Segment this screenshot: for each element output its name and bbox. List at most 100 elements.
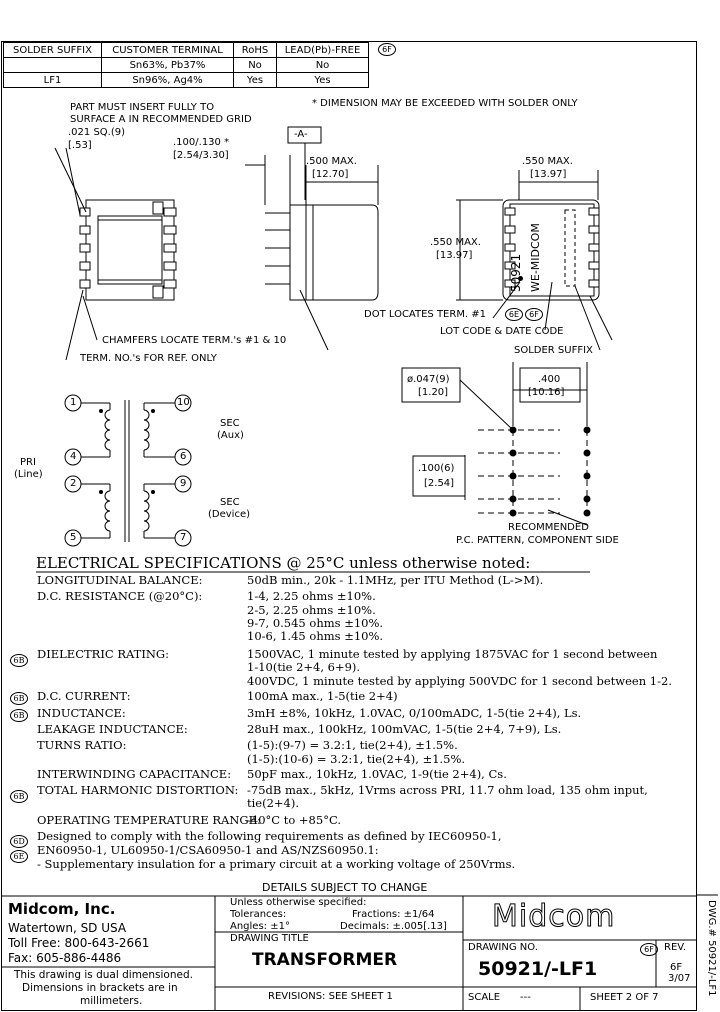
dimension-note: * DIMENSION MAY BE EXCEEDED WITH SOLDER … bbox=[312, 98, 578, 109]
spec-value: 1-10(tie 2+4, 6+9). bbox=[247, 660, 361, 674]
spec-label: TOTAL HARMONIC DISTORTION: bbox=[37, 783, 239, 797]
rev-badge: 6E bbox=[505, 308, 523, 321]
spec-label: INDUCTANCE: bbox=[37, 706, 126, 720]
dual-dim-note: Dimensions in brackets are in bbox=[22, 982, 178, 994]
table-header: LEAD(Pb)-FREE bbox=[276, 42, 369, 58]
dual-dim-note: This drawing is dual dimensioned. bbox=[14, 969, 193, 981]
rev-badge: 6E bbox=[10, 850, 28, 863]
height-dim-mm: [13.97] bbox=[436, 250, 473, 261]
tolerance-angles: Angles: ±1° bbox=[230, 921, 290, 932]
table-header: CUSTOMER TERMINAL bbox=[101, 42, 234, 58]
pcb-pattern bbox=[401, 362, 591, 526]
sheet-border bbox=[1, 41, 697, 1011]
spec-value: 1-4, 2.25 ohms ±10%. bbox=[247, 589, 376, 603]
spec-heading: ELECTRICAL SPECIFICATIONS @ 25°C unless … bbox=[36, 554, 531, 572]
title-block-lines bbox=[1, 895, 696, 1010]
row-space-dim: .400 bbox=[538, 374, 561, 385]
pcb-label: RECOMMENDED bbox=[508, 522, 589, 533]
part-marking: 50921 bbox=[509, 253, 523, 292]
term-nos-note: TERM. NO.'s FOR REF. ONLY bbox=[80, 353, 217, 364]
table-cell: No bbox=[276, 57, 369, 73]
length-dim-mm: [13.97] bbox=[530, 169, 567, 180]
solder-suffix-note: SOLDER SUFFIX bbox=[514, 345, 593, 356]
tolerance-header: Unless otherwise specified: bbox=[230, 897, 367, 908]
pri-sub-label: (Line) bbox=[14, 469, 43, 480]
sec-dev-label: SEC bbox=[220, 497, 240, 508]
rev-date: 3/07 bbox=[668, 973, 691, 984]
insert-note: SURFACE A IN RECOMMENDED GRID bbox=[70, 114, 252, 125]
lot-code-note: LOT CODE & DATE CODE bbox=[440, 326, 564, 337]
table-cell: Sn96%, Ag4% bbox=[101, 72, 234, 88]
spec-value: -75dB max., 5kHz, 1Vrms across PRI, 11.7… bbox=[247, 783, 648, 797]
spec-label: D.C. CURRENT: bbox=[37, 689, 131, 703]
revisions-note: REVISIONS: SEE SHEET 1 bbox=[268, 991, 393, 1002]
pin1-dot bbox=[518, 276, 523, 281]
tolerance-label: Tolerances: bbox=[230, 909, 287, 920]
details-note: DETAILS SUBJECT TO CHANGE bbox=[262, 881, 428, 894]
table-row: LF1 Sn96%, Ag4% Yes Yes bbox=[3, 72, 369, 88]
tolerance-fractions: Fractions: ±1/64 bbox=[352, 909, 435, 920]
pitch-dim: .100(6) bbox=[418, 463, 455, 474]
table-cell: No bbox=[233, 57, 277, 73]
pin-label: 10 bbox=[177, 397, 190, 408]
spec-value: 400VDC, 1 minute tested by applying 500V… bbox=[247, 674, 672, 688]
row-space-dim-mm: [10.16] bbox=[528, 387, 565, 398]
rev-badge: 6D bbox=[10, 835, 28, 848]
drawing-number: 50921/-LF1 bbox=[478, 958, 598, 980]
pri-label: PRI bbox=[20, 457, 36, 468]
pin-label: 5 bbox=[70, 532, 77, 543]
table-header: RoHS bbox=[233, 42, 277, 58]
compliance-text: EN60950-1, UL60950-1/CSA60950-1 and AS/N… bbox=[37, 843, 379, 857]
brand-marking: WE-MIDCOM bbox=[529, 223, 542, 292]
spec-label: LEAKAGE INDUCTANCE: bbox=[37, 722, 188, 736]
side-view bbox=[245, 126, 379, 351]
sec-dev-sub-label: (Device) bbox=[208, 509, 251, 520]
spec-label: D.C. RESISTANCE (@20°C): bbox=[37, 589, 203, 603]
schematic bbox=[64, 394, 192, 547]
spec-value: 3mH ±8%, 10kHz, 1.0VAC, 0/100mADC, 1-5(t… bbox=[247, 706, 582, 720]
marking-view bbox=[456, 170, 613, 351]
table-cell: Yes bbox=[233, 72, 277, 88]
spec-value: (1-5):(9-7) = 3.2:1, tie(2+4), ±1.5%. bbox=[247, 738, 458, 752]
sq-dim: .021 SQ.(9) bbox=[68, 127, 126, 138]
side-drawing-number: DWG.# 50921/-LF1 bbox=[706, 900, 717, 997]
rev-badge: 6B bbox=[10, 790, 28, 803]
table-cell: Sn63%, Pb37% bbox=[101, 57, 234, 73]
width-dim: .500 MAX. bbox=[306, 156, 357, 167]
spec-label: DIELECTRIC RATING: bbox=[37, 647, 169, 661]
drawing-title: TRANSFORMER bbox=[252, 950, 398, 970]
spec-value: (1-5):(10-6) = 3.2:1, tie(2+4), ±1.5%. bbox=[247, 752, 466, 766]
pin-label: 7 bbox=[180, 532, 187, 543]
rev-badge: 6F bbox=[525, 308, 543, 321]
rev-badge: 6B bbox=[10, 692, 28, 705]
pin-label: 9 bbox=[180, 478, 187, 489]
spec-value: tie(2+4). bbox=[247, 796, 300, 810]
scale-label: SCALE bbox=[468, 992, 501, 1003]
height-dim: .550 MAX. bbox=[430, 237, 481, 248]
spec-value: 2-5, 2.25 ohms ±10%. bbox=[247, 603, 376, 617]
spec-label: LONGITUDINAL BALANCE: bbox=[37, 573, 203, 587]
table-row: Sn63%, Pb37% No No bbox=[3, 57, 369, 73]
rev-value: 6F bbox=[670, 962, 683, 973]
pin-length-dim: .100/.130 * bbox=[173, 137, 230, 148]
spec-value: 10-6, 1.45 ohms ±10%. bbox=[247, 629, 384, 643]
spec-label: TURNS RATIO: bbox=[37, 738, 127, 752]
midcom-logo: Midcom bbox=[491, 899, 616, 934]
dot-locates-note: DOT LOCATES TERM. #1 bbox=[364, 309, 487, 320]
hole-dim: ø.047(9) bbox=[407, 374, 450, 385]
spec-label: OPERATING TEMPERATURE RANGE: bbox=[37, 813, 261, 827]
pin-label: 2 bbox=[70, 478, 77, 489]
scale-value: --- bbox=[520, 992, 531, 1003]
chamfers-note: CHAMFERS LOCATE TERM.'s #1 & 10 bbox=[102, 335, 287, 346]
compliance-text: Designed to comply with the following re… bbox=[37, 829, 502, 843]
dual-dim-note: millimeters. bbox=[80, 995, 143, 1007]
tolerance-decimals: Decimals: ±.005[.13] bbox=[340, 921, 447, 932]
rev-badge: 6F bbox=[640, 943, 658, 956]
compliance-text: - Supplementary insulation for a primary… bbox=[37, 857, 516, 871]
sq-dim-mm: [.53] bbox=[68, 140, 92, 151]
width-dim-mm: [12.70] bbox=[312, 169, 349, 180]
pin-label: 1 bbox=[70, 397, 77, 408]
spec-value: 9-7, 0.545 ohms ±10%. bbox=[247, 616, 384, 630]
company-fax: Fax: 605-886-4486 bbox=[8, 951, 122, 965]
